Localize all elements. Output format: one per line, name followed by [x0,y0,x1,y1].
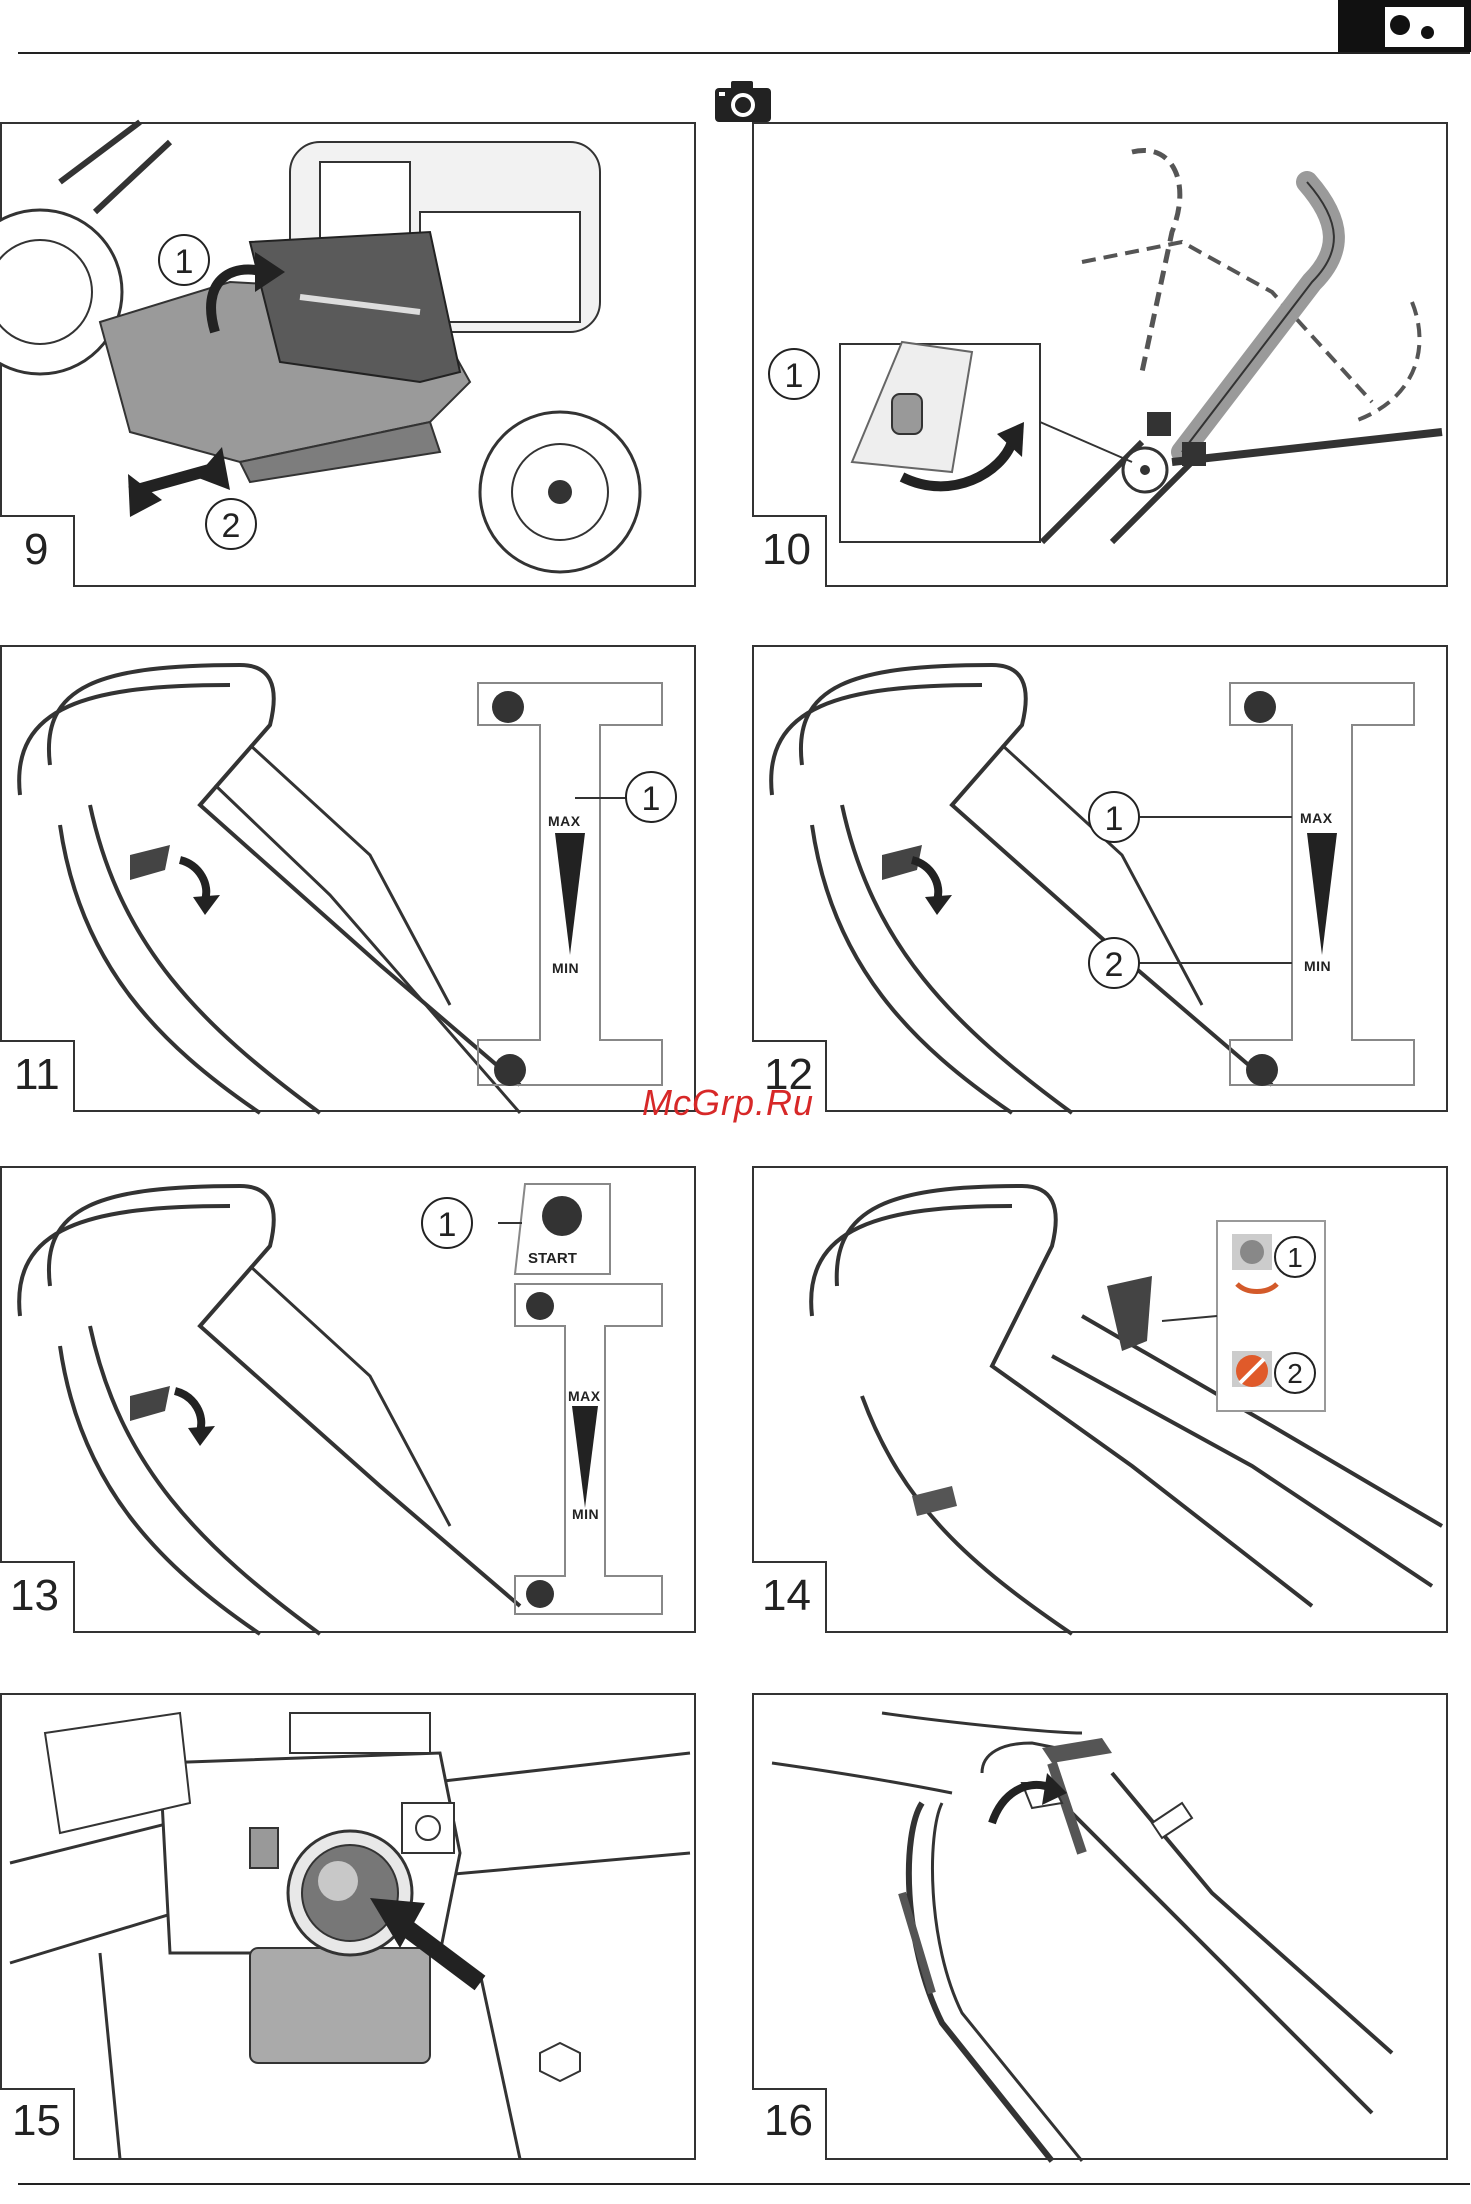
header-rule [18,52,1470,54]
panel-16: 16 [752,1693,1450,2161]
panel-14: 1 2 14 [752,1166,1450,1634]
gauge-max-label: MAX [548,813,581,829]
gauge-max-label: MAX [1300,810,1333,826]
callout-1: 1 [158,234,210,286]
badge-dot-large [1390,15,1410,35]
panel-number: 15 [12,2099,61,2143]
brake-handle-illustration [752,1693,1450,2161]
start-label: START [528,1250,577,1267]
handle-folding-illustration [752,122,1450,588]
panel-9: 1 2 9 [0,122,698,588]
camera-icon [713,78,773,124]
callout-1: 1 [421,1197,473,1249]
panel-10: 1 10 [752,122,1450,588]
lawnmower-rear-flap-illustration [0,122,698,588]
panel-11: 1 MAX MIN 11 [0,645,698,1113]
panel-15: 15 [0,1693,698,2161]
callout-1: 1 [625,771,677,823]
panel-number: 13 [10,1574,59,1618]
panel-13: 1 START MAX MIN 13 [0,1166,698,1634]
callout-1: 1 [1274,1236,1316,1278]
gauge-min-label: MIN [572,1506,599,1522]
fuel-primer-illustration [0,1693,698,2161]
throttle-lever-illustration [0,645,698,1113]
panel-number: 16 [764,2099,813,2143]
badge-dot-small [1421,26,1434,39]
gauge-min-label: MIN [1304,958,1331,974]
watermark: McGrp.Ru [642,1082,814,1124]
drive-lever-illustration [752,1166,1450,1634]
panel-number: 11 [14,1053,60,1097]
panel-12: 1 2 MAX MIN 12 [752,645,1450,1113]
panel-number: 14 [762,1574,811,1618]
footer-rule [18,2183,1470,2185]
panel-number: 10 [762,528,811,572]
panel-number: 9 [24,528,48,572]
callout-2: 2 [1088,937,1140,989]
gauge-max-label: MAX [568,1388,601,1404]
throttle-lever-illustration [752,645,1450,1113]
callout-2: 2 [205,498,257,550]
callout-1: 1 [1088,791,1140,843]
callout-2: 2 [1274,1352,1316,1394]
header-badge-inner [1385,7,1464,47]
callout-1: 1 [768,348,820,400]
gauge-min-label: MIN [552,960,579,976]
